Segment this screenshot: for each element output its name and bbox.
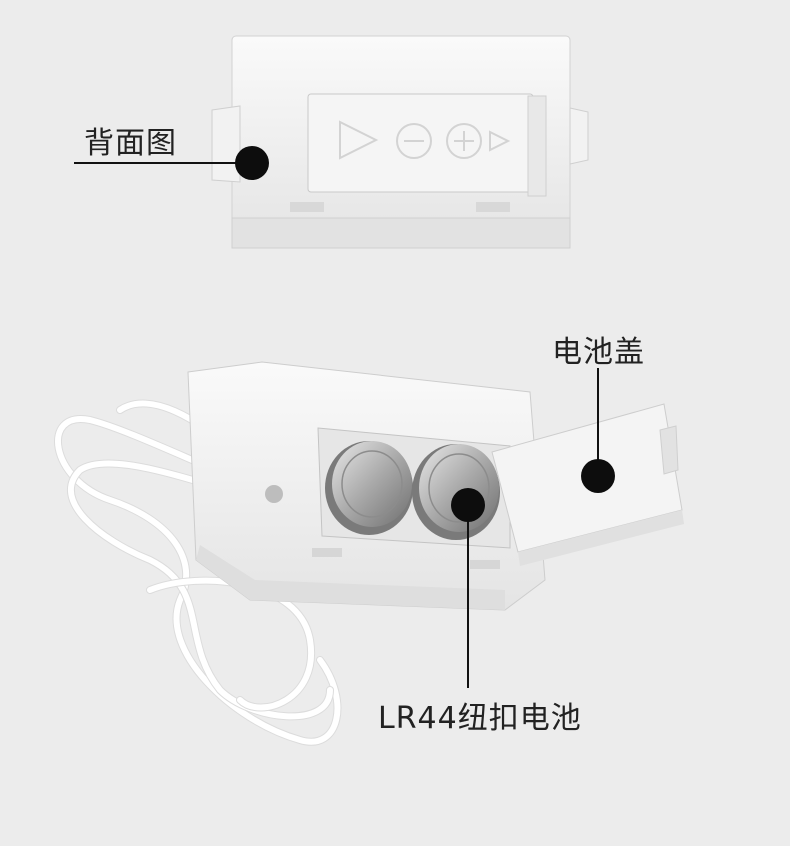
battery-cover-label: 电池盖 [552,335,645,370]
screw-emboss-icon [396,123,432,159]
battery-cover-marker-icon [581,459,615,493]
coin-battery [412,444,500,540]
device-back-view [211,35,589,249]
battery-type-label: LR44纽扣电池 [378,701,582,736]
screw-emboss-icon [446,123,482,159]
back-view-marker-icon [235,146,269,180]
arrow-emboss-icon [339,120,379,160]
back-view-label: 背面图 [84,126,177,161]
device-open-compartment [187,361,684,611]
coin-battery [325,441,413,535]
battery-marker-icon [451,488,485,522]
